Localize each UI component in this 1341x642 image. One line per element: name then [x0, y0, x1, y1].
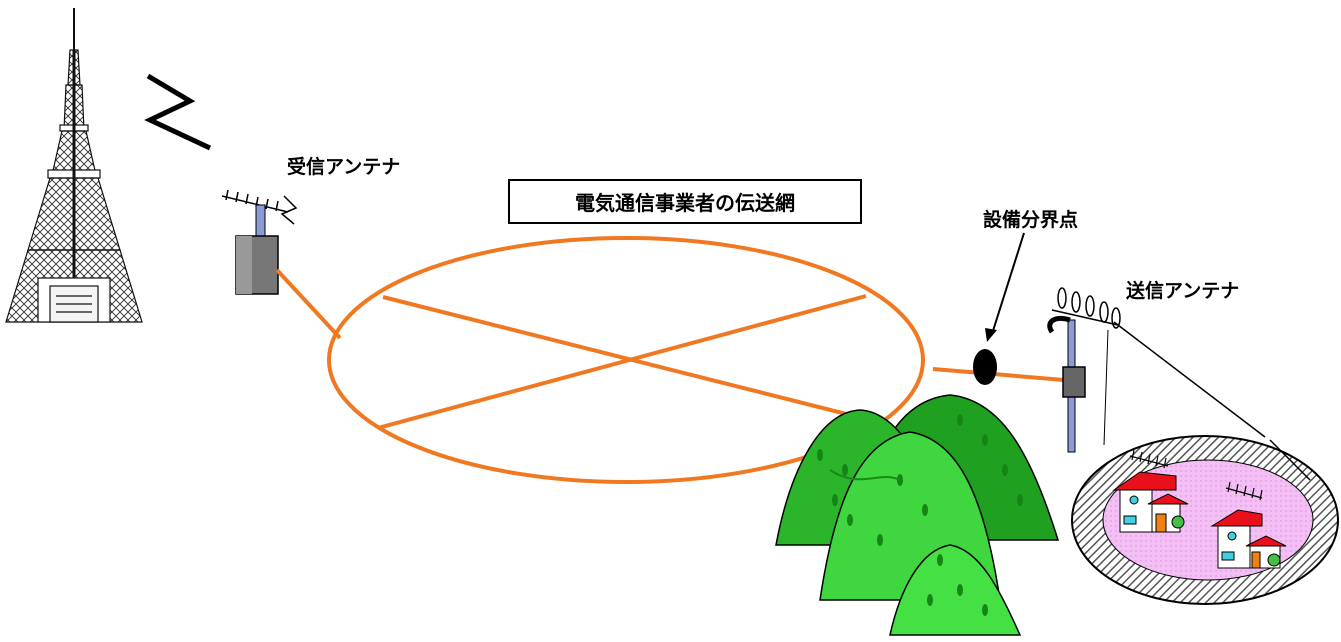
house-icon — [1210, 481, 1287, 569]
transmission-network — [275, 236, 1065, 484]
mountain-icon — [775, 394, 1060, 636]
receive-antenna-label: 受信アンテナ — [287, 156, 401, 178]
network-title-box: 電気通信事業者の伝送網 — [508, 179, 862, 224]
broadcast-tower-icon — [5, 8, 143, 323]
house-icon — [1112, 449, 1189, 533]
service-area — [1071, 435, 1339, 605]
receive-antenna-icon — [221, 189, 298, 295]
transmit-antenna-icon — [1047, 287, 1266, 453]
radio-wave-icon — [144, 73, 212, 151]
demarcation-point-label: 設備分界点 — [983, 209, 1079, 231]
demarcation-point-marker — [973, 349, 997, 385]
transmit-antenna-label: 送信アンテナ — [1126, 280, 1240, 302]
tree-icon — [817, 414, 1023, 616]
demarcation-arrow — [991, 232, 1025, 335]
